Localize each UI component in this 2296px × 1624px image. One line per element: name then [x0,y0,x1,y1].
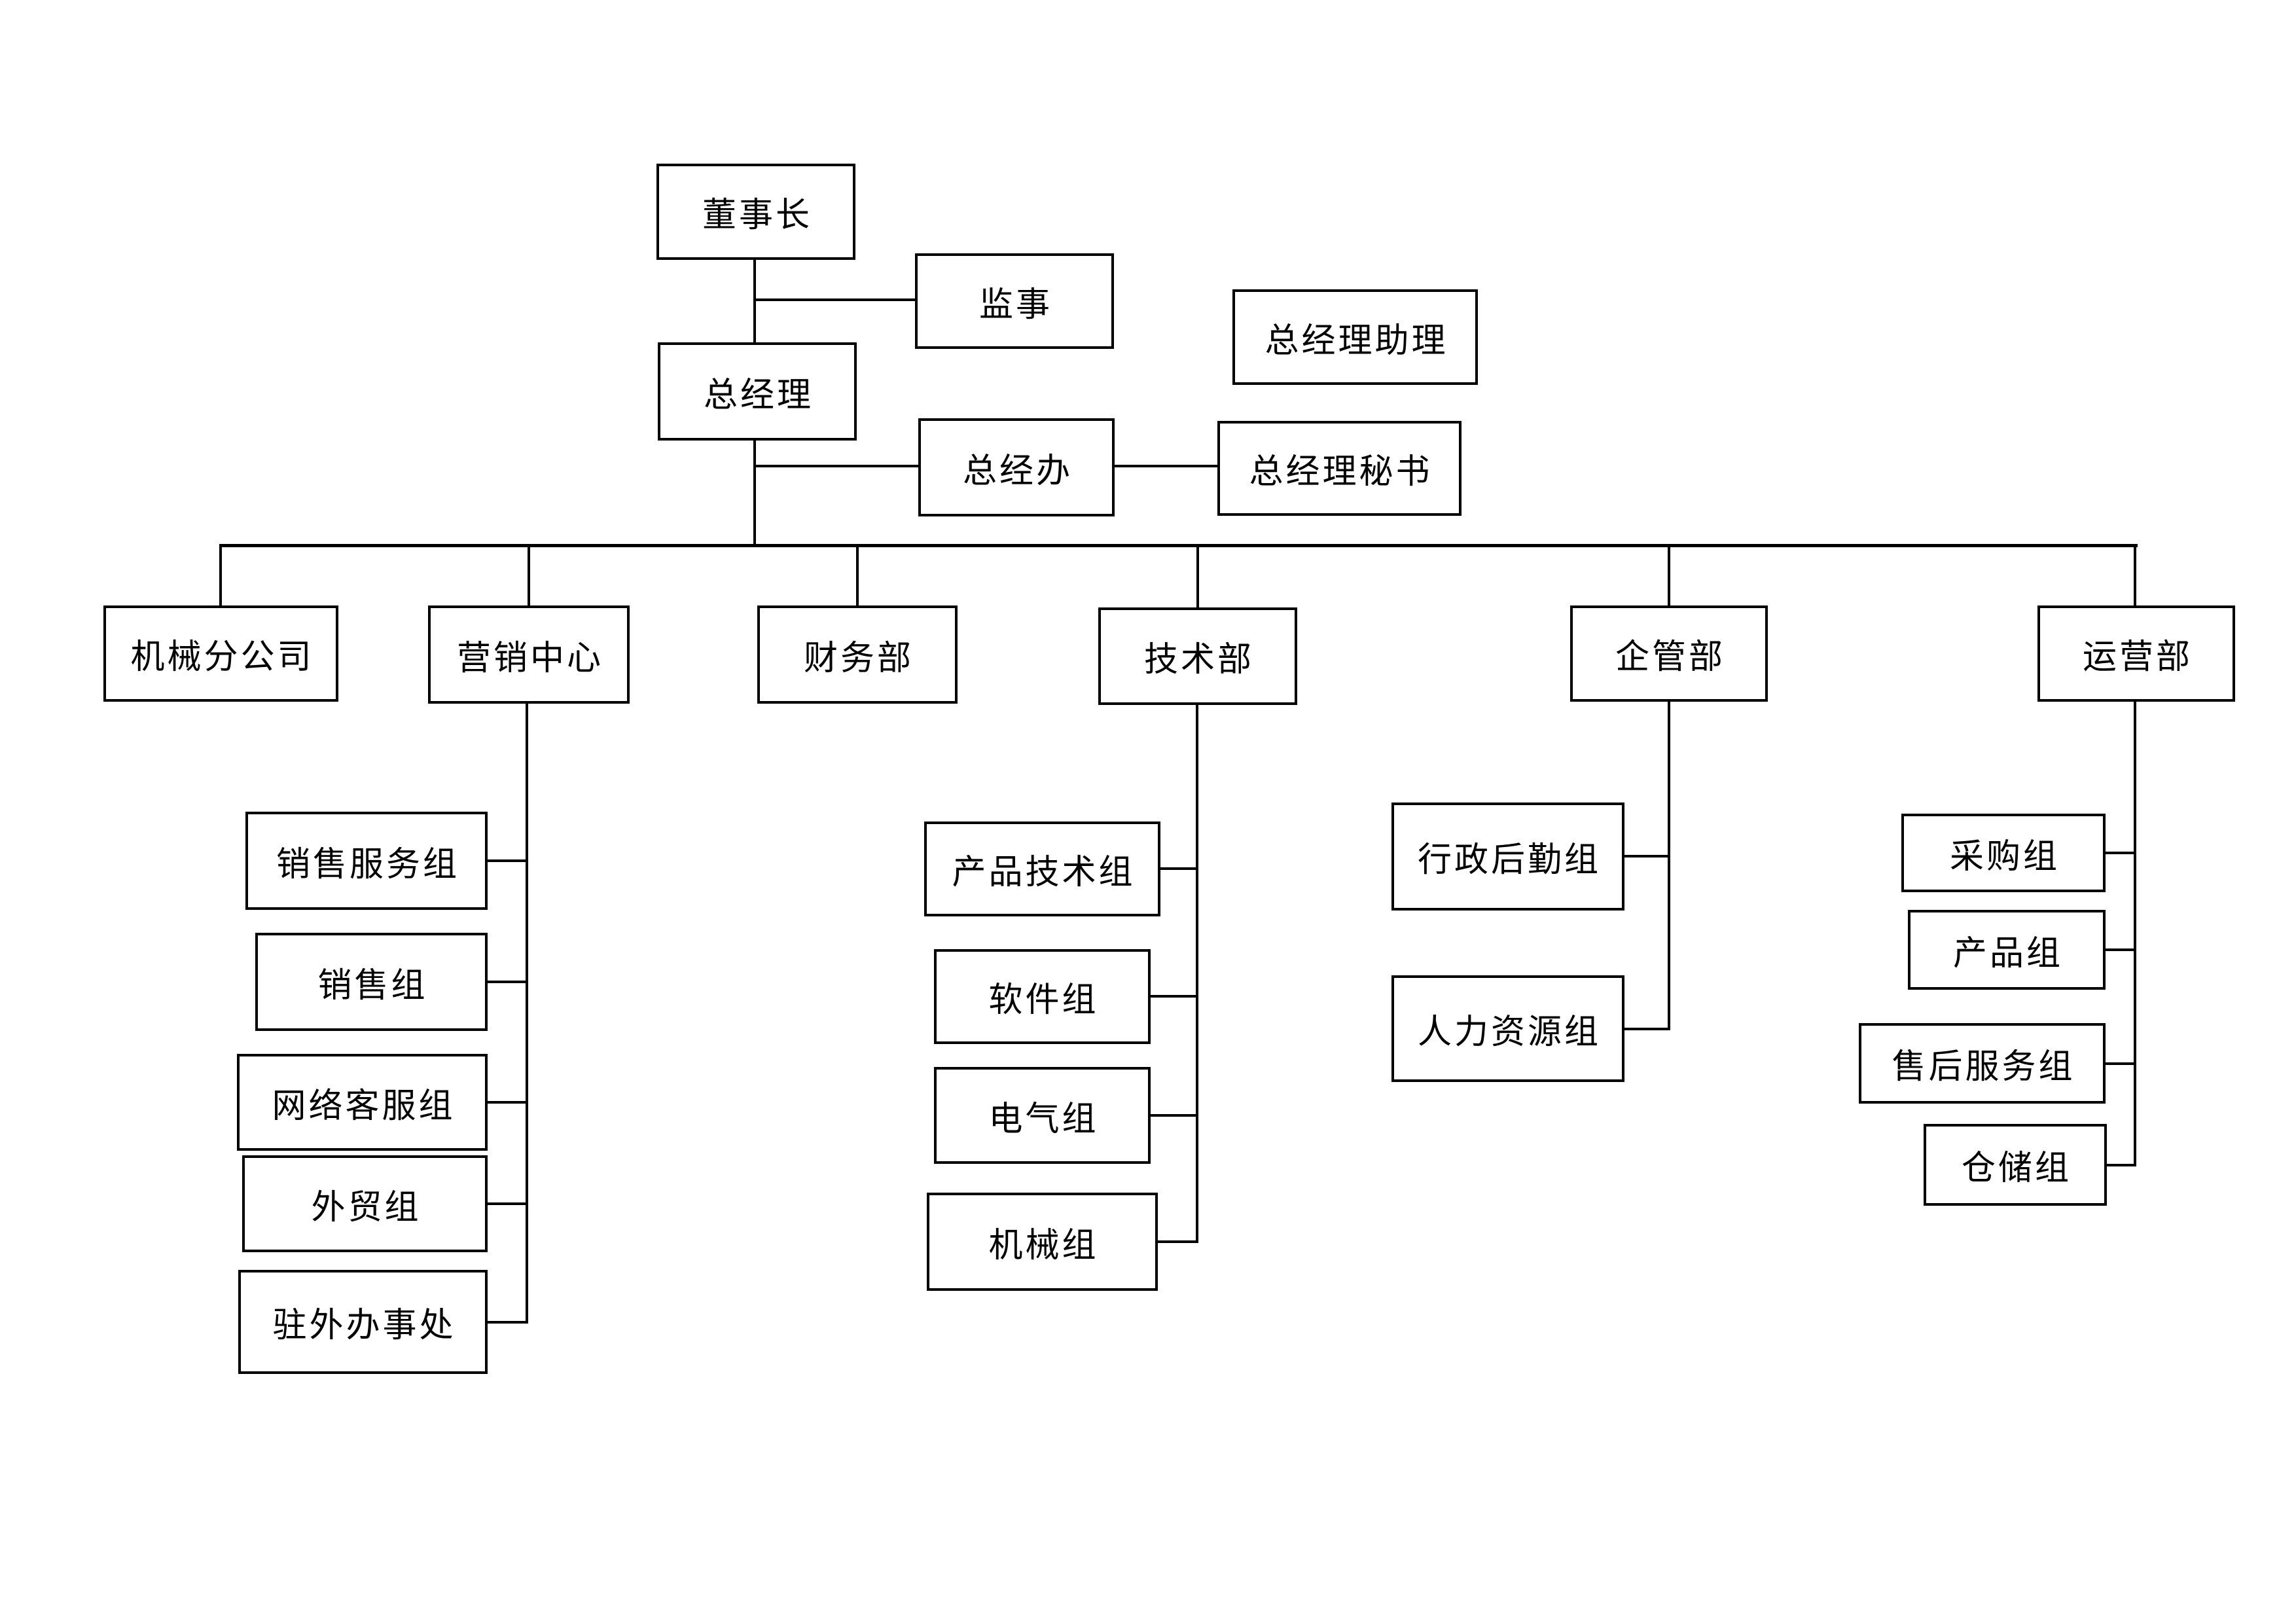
connector-bus-to-machinery [219,545,222,607]
stub-tech-electrical [1151,1114,1197,1117]
stub-overseas-office [488,1321,527,1324]
org-node-electrical-group: 电气组 [934,1067,1151,1164]
org-node-after-sales-group: 售后服务组 [1859,1023,2106,1104]
connector-marketing-branch [526,702,528,1324]
org-node-mechanical-group: 机械组 [927,1193,1158,1291]
stub-hr [1624,1028,1669,1030]
stub-after-sales [2106,1062,2135,1065]
org-node-sales-group: 销售组 [255,933,488,1031]
org-node-product-tech-group: 产品技术组 [924,821,1160,916]
connector-enterprise-branch [1668,702,1670,1030]
connector-bus-to-finance [856,545,859,607]
org-node-dept-marketing: 营销中心 [428,605,630,704]
connector-to-supervisor [755,298,916,301]
stub-tech-software [1151,995,1197,998]
org-node-gm-assistant: 总经理助理 [1232,289,1478,385]
org-node-online-service-group: 网络客服组 [237,1054,488,1151]
org-node-warehouse-group: 仓储组 [1924,1124,2107,1206]
org-node-software-group: 软件组 [934,949,1151,1044]
org-node-chairman: 董事长 [656,164,855,260]
org-node-foreign-trade-group: 外贸组 [242,1155,488,1252]
stub-warehouse [2107,1164,2135,1166]
stub-sales [488,981,527,983]
org-node-supervisor: 监事 [915,253,1114,349]
stub-purchasing [2106,852,2135,854]
stub-tech-mechanical [1158,1240,1197,1243]
org-node-product-group: 产品组 [1908,910,2106,990]
stub-tech-product [1160,867,1197,870]
org-node-dept-operations: 运营部 [2037,605,2235,702]
org-node-gm-secretary: 总经理秘书 [1217,421,1462,516]
stub-foreign-trade [488,1202,527,1205]
org-node-admin-logistics-group: 行政后勤组 [1391,803,1624,911]
org-node-dept-enterprise: 企管部 [1570,605,1768,702]
connector-department-bus [219,544,2138,547]
connector-bus-to-operations [2134,545,2136,607]
org-node-hr-group: 人力资源组 [1391,975,1624,1082]
connector-to-gm-office [755,465,920,467]
org-node-gm: 总经理 [658,342,857,441]
connector-operations-branch [2134,702,2136,1166]
connector-chairman-to-gm [753,260,756,342]
org-node-gm-office: 总经办 [918,418,1115,516]
connector-gm-office-to-secretary [1115,465,1219,467]
stub-sales-service [488,859,527,862]
org-node-purchasing-group: 采购组 [1901,814,2106,892]
stub-admin-logistics [1624,855,1669,857]
connector-tech-branch [1196,704,1198,1243]
org-node-dept-tech: 技术部 [1098,607,1297,705]
org-node-dept-finance: 财务部 [757,605,958,704]
stub-op-product [2106,948,2135,951]
org-node-sales-service-group: 销售服务组 [245,812,488,910]
stub-online-service [488,1101,527,1104]
org-node-dept-machinery: 机械分公司 [103,605,338,702]
org-node-overseas-office: 驻外办事处 [238,1270,488,1374]
connector-bus-to-marketing [528,545,530,607]
connector-gm-to-bus [753,441,756,547]
connector-bus-to-tech [1196,545,1199,609]
connector-bus-to-enterprise [1668,545,1670,607]
